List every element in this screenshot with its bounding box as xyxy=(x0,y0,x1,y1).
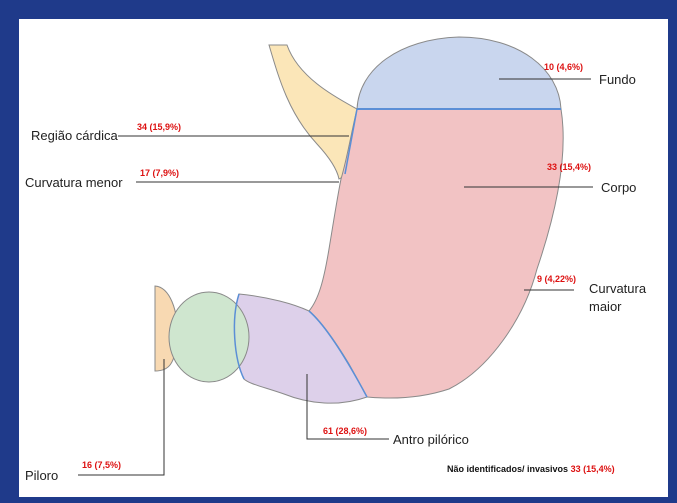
corpo-count: 33 (15,4%) xyxy=(547,163,591,172)
fundo-shape xyxy=(357,37,561,109)
fundo-count: 10 (4,6%) xyxy=(544,63,583,72)
curvatura-menor-label: Curvatura menor xyxy=(25,176,123,189)
curvatura-maior-count: 9 (4,22%) xyxy=(537,275,576,284)
corpo-label: Corpo xyxy=(601,181,636,194)
footer-note-count: 33 (15,4%) xyxy=(571,464,615,474)
regiao-cardica-count: 34 (15,9%) xyxy=(137,123,181,132)
curvatura-maior-label-1: Curvatura xyxy=(589,282,646,295)
antro-label: Antro pilórico xyxy=(393,433,469,446)
piloro-label: Piloro xyxy=(25,469,58,482)
fundo-label: Fundo xyxy=(599,73,636,86)
esophagus-shape xyxy=(269,45,357,179)
curvatura-maior-label-2: maior xyxy=(589,300,622,313)
curvatura-menor-count: 17 (7,9%) xyxy=(140,169,179,178)
leader-piloro xyxy=(78,359,164,475)
antro-count: 61 (28,6%) xyxy=(323,427,367,436)
diagram-canvas: 10 (4,6%) Fundo Região cárdica 34 (15,9%… xyxy=(19,19,668,497)
corpo-shape xyxy=(309,109,563,398)
regiao-cardica-label: Região cárdica xyxy=(31,129,118,142)
footer-note: Não identificados/ invasivos 33 (15,4%) xyxy=(447,465,615,474)
piloro-count: 16 (7,5%) xyxy=(82,461,121,470)
footer-note-text: Não identificados/ invasivos xyxy=(447,464,568,474)
piloro-shape xyxy=(169,292,249,382)
